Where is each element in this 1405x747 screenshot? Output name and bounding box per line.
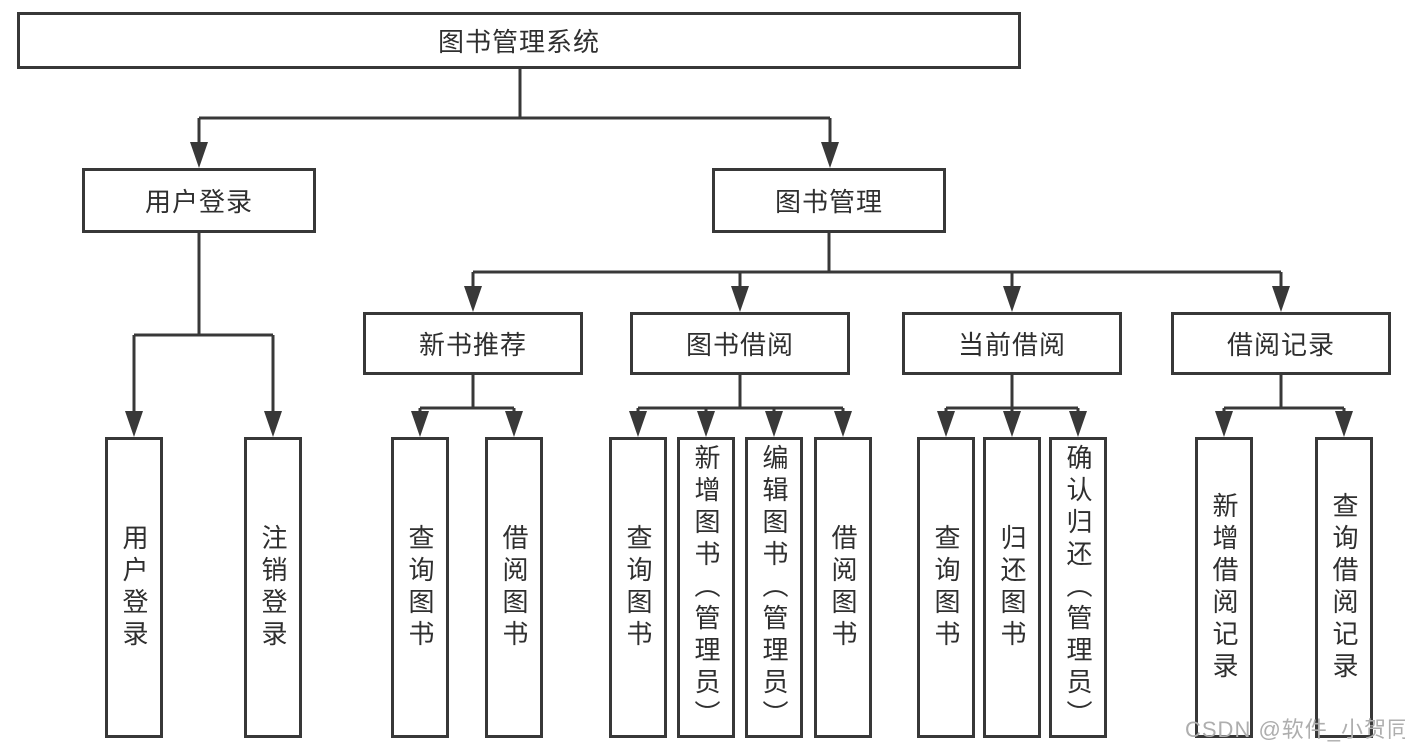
node-library-system: 图书管理系统 <box>17 12 1021 69</box>
node-borrow-records: 借阅记录 <box>1171 312 1391 375</box>
leaf-label: 新增图书（管理员） <box>691 443 721 732</box>
node-book-management: 图书管理 <box>712 168 946 233</box>
node-user-login: 用户登录 <box>82 168 316 233</box>
node-label: 新书推荐 <box>418 330 527 360</box>
leaf-label: 查询图书 <box>931 523 961 652</box>
leaf-label: 借阅图书 <box>828 523 858 652</box>
node-book-borrow: 图书借阅 <box>630 312 850 375</box>
leaf-label: 用户登录 <box>119 523 149 652</box>
node-label: 图书管理 <box>774 187 883 217</box>
node-label: 图书借阅 <box>685 330 794 360</box>
leaf-label: 新增借阅记录 <box>1209 491 1239 684</box>
leaf-label: 归还图书 <box>997 523 1027 652</box>
leaf-edit-books-admin: 编辑图书（管理员） <box>745 437 803 738</box>
leaf-label: 编辑图书（管理员） <box>759 443 789 732</box>
leaf-query-borrow-record: 查询借阅记录 <box>1315 437 1373 738</box>
leaf-user-login: 用户登录 <box>105 437 163 738</box>
leaf-label: 借阅图书 <box>499 523 529 652</box>
node-label: 用户登录 <box>144 187 253 217</box>
leaf-label: 确认归还（管理员） <box>1063 443 1093 732</box>
leaf-add-borrow-record: 新增借阅记录 <box>1195 437 1253 738</box>
csdn-watermark: CSDN @软件_小贺同学 <box>1185 717 1405 742</box>
node-new-book-recommend: 新书推荐 <box>363 312 583 375</box>
leaf-label: 查询图书 <box>623 523 653 652</box>
node-label: 借阅记录 <box>1226 330 1335 360</box>
leaf-query-books-recommend: 查询图书 <box>391 437 449 738</box>
leaf-borrow-books: 借阅图书 <box>814 437 872 738</box>
leaf-borrow-books-recommend: 借阅图书 <box>485 437 543 738</box>
leaf-label: 查询借阅记录 <box>1329 491 1359 684</box>
leaf-logout: 注销登录 <box>244 437 302 738</box>
leaf-query-books-borrow: 查询图书 <box>609 437 667 738</box>
leaf-add-books-admin: 新增图书（管理员） <box>677 437 735 738</box>
node-label: 图书管理系统 <box>437 27 600 57</box>
node-label: 当前借阅 <box>957 330 1066 360</box>
leaf-label: 查询图书 <box>405 523 435 652</box>
leaf-return-books: 归还图书 <box>983 437 1041 738</box>
leaf-confirm-return-admin: 确认归还（管理员） <box>1049 437 1107 738</box>
node-current-borrow: 当前借阅 <box>902 312 1122 375</box>
leaf-label: 注销登录 <box>258 523 288 652</box>
leaf-query-books-current: 查询图书 <box>917 437 975 738</box>
